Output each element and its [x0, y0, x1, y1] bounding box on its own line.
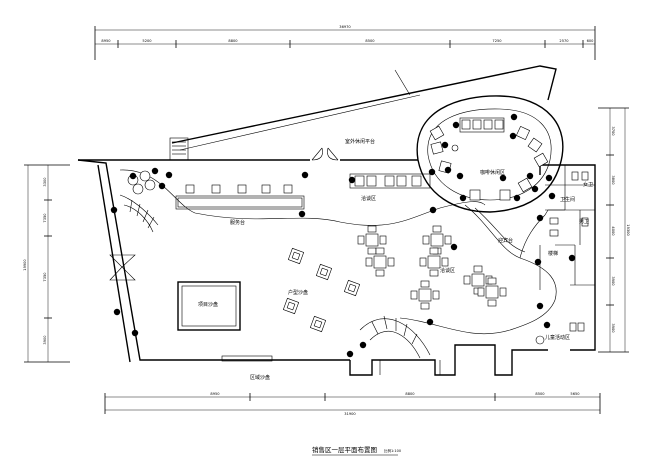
toilet-block: [535, 165, 595, 345]
top-dim-1: 8950: [101, 39, 111, 43]
label-regional-sandtable: 区域沙盘: [250, 374, 270, 381]
coffee-lounge-oval: [416, 95, 564, 213]
left-dim-2: 7350: [43, 213, 47, 223]
label-negotiation-top: 洽谈区: [361, 195, 376, 202]
drawing-title: 销售区一层平面布置图: [312, 445, 377, 454]
top-dim-5: 7250: [492, 39, 502, 43]
building-outline: [77, 159, 596, 376]
top-dim-7: 600: [587, 39, 595, 43]
label-reception: 迎宾台: [498, 237, 513, 244]
left-total-dimension: 19900: [23, 259, 27, 271]
outdoor-terrace: [169, 65, 557, 161]
left-dim-1: 3300: [43, 177, 47, 187]
hourglass-feature: [109, 254, 136, 281]
left-dimension-lines: 19900 3300 7350 7350 3900: [23, 164, 70, 363]
drawing-scale: 比例1:100: [384, 448, 401, 453]
right-spiral-stair: [359, 315, 431, 359]
project-sandtable: [177, 281, 241, 331]
right-dim-4: 3900: [611, 276, 615, 286]
label-wc-m: 男卫: [579, 219, 589, 225]
entrance-door-symbol: [311, 147, 339, 161]
right-dim-2: 3800: [611, 175, 615, 185]
label-stairs: 楼梯: [548, 250, 558, 257]
top-dim-4: 8500: [365, 39, 375, 43]
bottom-dim-4: 5650: [570, 392, 580, 396]
label-toilet: 卫生间: [560, 196, 575, 203]
bottom-dimension-lines: 8950 8800 8500 5650 31900: [104, 392, 601, 416]
right-total-dimension: 19300: [626, 224, 630, 236]
label-coffee-lounge: 咖啡休闲区: [480, 169, 505, 176]
negotiation-row-seats: [349, 173, 431, 189]
bottom-dim-1: 8950: [210, 392, 220, 396]
table-sets: [357, 225, 507, 310]
label-unit-model: 户型沙盘: [288, 289, 308, 296]
label-outdoor-terrace: 室外休闲平台: [345, 138, 375, 145]
interior-curves: [119, 169, 576, 334]
top-dim-6: 2570: [559, 39, 569, 43]
top-dim-3: 8800: [228, 39, 238, 43]
regional-sandtable: [221, 355, 273, 362]
left-dim-4: 3900: [43, 335, 47, 345]
label-kids-area: 儿童活动区: [545, 334, 570, 341]
right-dim-5: 3900: [611, 323, 615, 333]
right-dimension-lines: 19300 3700 3800 4000 3900 3900: [598, 107, 630, 353]
service-counter: [175, 184, 305, 210]
top-dimension-lines: 36970 8950 5200 8800 8500 7250 2570 600: [94, 25, 596, 60]
bottom-dim-2: 8800: [405, 392, 415, 396]
label-wc-f: 女卫: [583, 181, 593, 188]
right-dim-1: 3700: [611, 126, 615, 136]
left-spiral-stair: [119, 194, 159, 233]
label-project-sandtable: 项目沙盘: [198, 301, 218, 308]
structural-columns: [110, 113, 576, 358]
right-dim-3: 4000: [611, 226, 615, 236]
label-service-desk: 服务台: [230, 219, 245, 226]
left-dim-3: 7350: [43, 272, 47, 282]
top-dim-2: 5200: [142, 39, 152, 43]
bottom-dim-3: 8500: [535, 392, 545, 396]
bottom-total-dimension: 31900: [344, 412, 356, 416]
top-total-dimension: 36970: [339, 25, 351, 29]
unit-model-boxes: [282, 247, 361, 333]
label-negotiation-main: 洽谈区: [440, 267, 455, 274]
